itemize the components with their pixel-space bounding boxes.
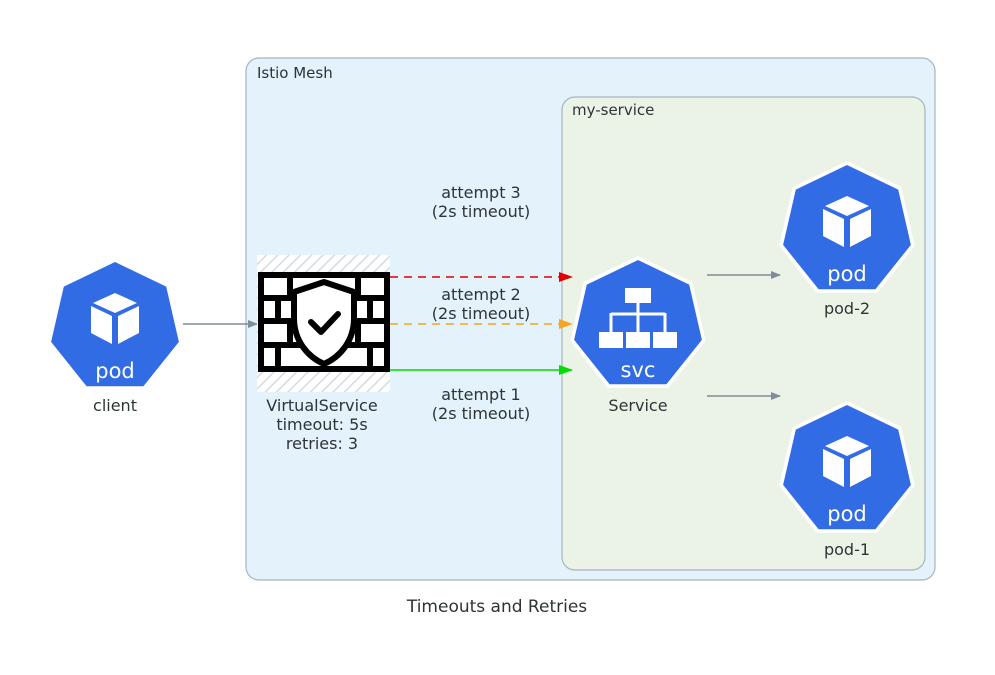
pod-icon-text: pod: [827, 262, 867, 286]
node-virtual-service[interactable]: VirtualService timeout: 5s retries: 3: [257, 255, 390, 453]
pod-icon-text: pod: [827, 502, 867, 526]
node-service[interactable]: svc Service: [570, 256, 706, 415]
node-pod-1[interactable]: pod pod-1: [779, 401, 915, 559]
edges: [183, 271, 781, 400]
kubernetes-pod-icon: pod: [47, 258, 183, 390]
kubernetes-pod-icon: pod: [779, 161, 915, 293]
node-label-service: Service: [608, 396, 667, 415]
edge-label-attempt-1-line1: attempt 1: [441, 385, 520, 404]
edge-label-attempt-2-line2: (2s timeout): [432, 304, 530, 323]
edge-label-attempt-2-line1: attempt 2: [441, 285, 520, 304]
node-pod-2[interactable]: pod pod-2: [779, 161, 915, 318]
node-label-client: client: [93, 396, 137, 415]
svc-icon-text: svc: [621, 358, 656, 382]
node-label-virtualservice-line2: timeout: 5s: [276, 415, 367, 434]
node-client[interactable]: pod client: [47, 258, 183, 415]
node-label-virtualservice-line3: retries: 3: [286, 434, 358, 453]
kubernetes-svc-icon: svc: [570, 256, 706, 388]
edge-labels: attempt 3 (2s timeout) attempt 2 (2s tim…: [432, 183, 530, 423]
node-label-pod-2: pod-2: [824, 299, 870, 318]
pod-icon-text: pod: [95, 359, 135, 383]
cluster-label-mesh: Istio Mesh: [257, 64, 333, 82]
edge-label-attempt-3-line2: (2s timeout): [432, 202, 530, 221]
kubernetes-pod-icon: pod: [779, 401, 915, 533]
edge-label-attempt-1-line2: (2s timeout): [432, 404, 530, 423]
diagram-title: Timeouts and Retries: [406, 597, 587, 617]
node-label-pod-1: pod-1: [824, 540, 870, 559]
node-label-virtualservice-line1: VirtualService: [266, 396, 377, 415]
edge-label-attempt-3-line1: attempt 3: [441, 183, 520, 202]
cluster-label-service: my-service: [572, 101, 654, 119]
firewall-shield-icon: [257, 255, 390, 392]
